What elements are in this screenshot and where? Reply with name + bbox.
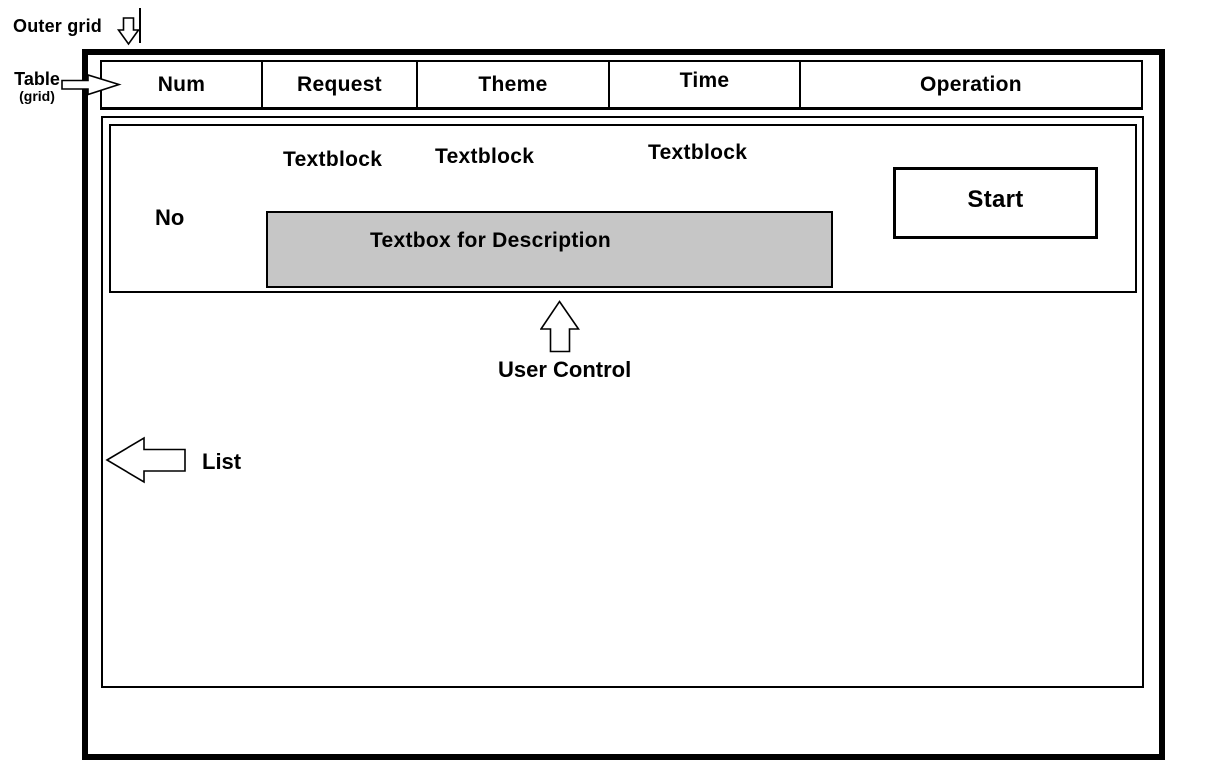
column-header-time-label: Time bbox=[679, 68, 730, 92]
column-header-request-label: Request bbox=[297, 72, 382, 96]
column-header-request: Request bbox=[263, 62, 418, 107]
column-header-time: Time bbox=[610, 62, 801, 107]
textblock-1: Textblock bbox=[283, 148, 383, 171]
outer-grid-box bbox=[82, 49, 1165, 760]
column-header-num: Num bbox=[102, 62, 263, 107]
up-arrow-icon bbox=[540, 300, 580, 353]
table-sublabel-text: (grid) bbox=[19, 88, 55, 104]
right-arrow-icon bbox=[61, 73, 122, 96]
column-header-operation-label: Operation bbox=[920, 72, 1022, 96]
column-header-theme-label: Theme bbox=[478, 72, 548, 96]
list-label: List bbox=[202, 449, 242, 474]
text-cursor-line bbox=[139, 8, 141, 43]
outer-grid-label: Outer grid bbox=[13, 16, 103, 36]
table-grid-label: Table (grid) bbox=[5, 69, 69, 105]
description-textbox[interactable]: Textbox for Description bbox=[266, 211, 833, 288]
column-header-num-label: Num bbox=[157, 72, 206, 96]
description-textbox-label: Textbox for Description bbox=[369, 228, 612, 252]
textblock-3: Textblock bbox=[648, 141, 748, 164]
start-button-label: Start bbox=[967, 186, 1024, 213]
left-arrow-icon bbox=[105, 436, 186, 484]
start-button[interactable]: Start bbox=[893, 167, 1098, 239]
user-control-label: User Control bbox=[498, 357, 632, 382]
textblock-2: Textblock bbox=[435, 145, 535, 168]
row-number-label: No bbox=[155, 205, 185, 230]
table-label-text: Table bbox=[14, 69, 60, 89]
column-header-operation: Operation bbox=[801, 62, 1141, 107]
table-header-row: Num Request Theme Time Operation bbox=[100, 60, 1143, 110]
column-header-theme: Theme bbox=[418, 62, 610, 107]
down-arrow-icon bbox=[116, 17, 141, 46]
